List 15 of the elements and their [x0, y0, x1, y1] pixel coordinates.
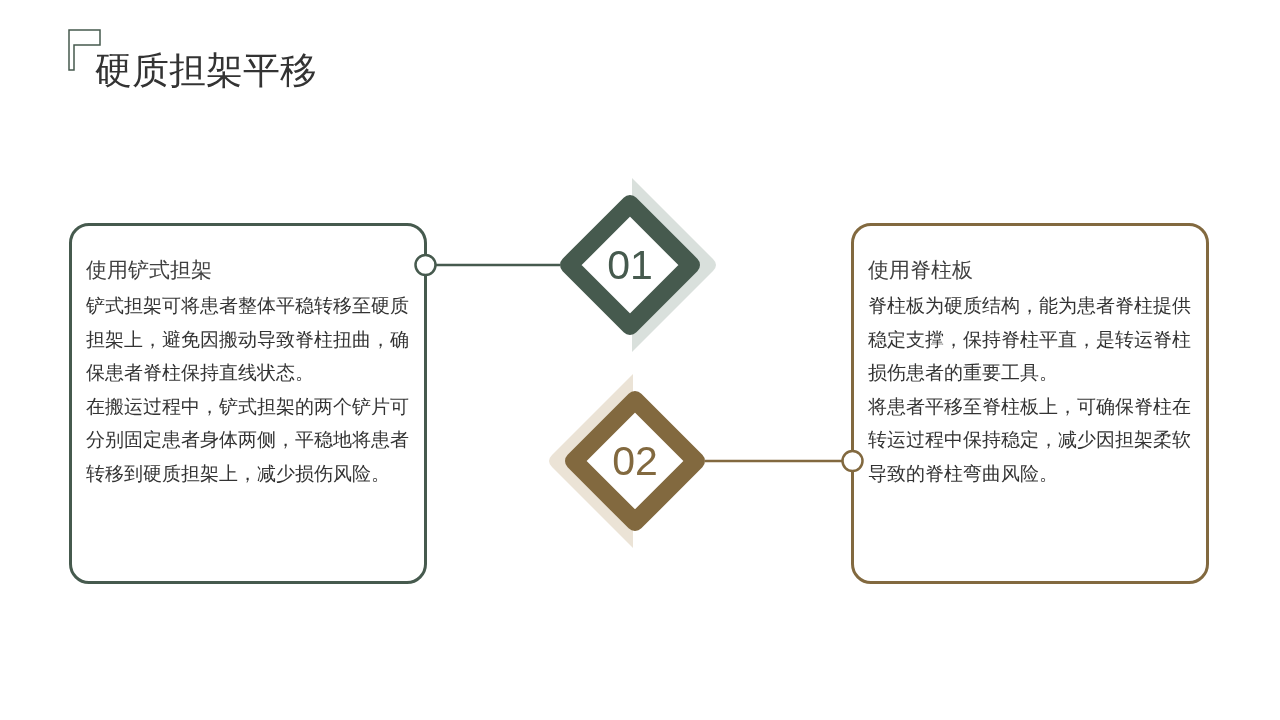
card-heading: 使用铲式担架: [86, 257, 212, 284]
connector-line: [414, 253, 560, 277]
title: 硬质担架平移: [95, 50, 317, 92]
card-heading: 使用脊柱板: [868, 257, 973, 284]
paragraph: 铲式担架可将患者整体平稳转移至硬质担架上，避免因搬动导致脊柱扭曲，确保患者脊柱保持直线状态。: [86, 294, 410, 386]
text-card: [69, 223, 427, 584]
number-diamond: [560, 178, 719, 353]
step-number: 02: [612, 439, 658, 483]
connector-line: [705, 449, 864, 473]
number-diamond: [546, 374, 705, 549]
step-number: 01: [607, 243, 653, 287]
text-card: [851, 223, 1209, 584]
paragraph: 脊柱板为硬质结构，能为患者脊柱提供稳定支撑，保持脊柱平直，是转运脊柱损伤患者的重要工具。: [868, 294, 1192, 386]
paragraph: 在搬运过程中，铲式担架的两个铲片可分别固定患者身体两侧，平稳地将患者转移到硬质担架上，减少损伤风险。: [86, 394, 410, 486]
paragraph: 将患者平移至脊柱板上，可确保脊柱在转运过程中保持稳定，减少因担架柔软导致的脊柱弯曲风险。: [868, 394, 1192, 486]
